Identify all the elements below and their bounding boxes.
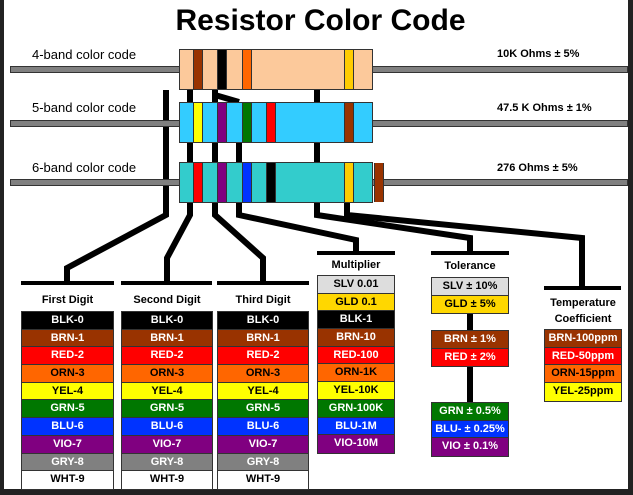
color-code-row: RED-100: [318, 346, 394, 365]
color-code-row: GLD ± 5%: [432, 295, 508, 314]
color-band: [193, 103, 203, 142]
color-band: [266, 163, 276, 202]
resistor-4band: [179, 49, 373, 90]
color-code-row: SLV 0.01: [318, 276, 394, 294]
color-code-row: WHT-9: [22, 471, 113, 489]
color-code-row: ORN-3: [22, 365, 113, 383]
color-code-row: BLU- ± 0.25%: [432, 420, 508, 439]
color-code-row: YEL-25ppm: [545, 383, 621, 401]
color-band: [344, 163, 354, 202]
color-code-row: BRN-10: [318, 329, 394, 347]
color-code-row: BRN ± 1%: [432, 331, 508, 349]
color-code-row: BRN-100ppm: [545, 330, 621, 348]
third-digit-heading: Third Digit: [235, 294, 291, 306]
multiplier-heading: Multiplier: [331, 259, 381, 271]
color-code-row: BLU-6: [22, 418, 113, 436]
color-band: [242, 50, 252, 89]
color-code-row: GRN ± 0.5%: [432, 403, 508, 421]
label-5band: 5-band color code: [32, 100, 137, 115]
value-6band: 276 Ohms ± 5%: [497, 162, 578, 174]
tolerance-table-green-blue-violet: GRN ± 0.5%BLU- ± 0.25%VIO ± 0.1%: [431, 402, 509, 458]
color-code-row: WHT-9: [218, 471, 308, 489]
color-code-row: BRN-1: [218, 329, 308, 348]
color-code-row: SLV ± 10%: [432, 278, 508, 296]
color-band: [193, 50, 203, 89]
color-code-row: BLU-6: [122, 418, 212, 436]
color-code-row: BLK-1: [318, 311, 394, 330]
color-band: [344, 50, 354, 89]
color-code-row: BLK-0: [122, 312, 212, 330]
color-band: [217, 50, 227, 89]
color-code-row: RED ± 2%: [432, 348, 508, 367]
color-code-row: ORN-15ppm: [545, 365, 621, 384]
color-code-row: VIO-10M: [318, 435, 394, 453]
color-band: [266, 103, 276, 142]
color-band: [344, 103, 354, 142]
color-band: [374, 163, 384, 202]
color-code-row: VIO-7: [122, 435, 212, 454]
color-code-row: RED-2: [22, 347, 113, 366]
value-5band: 47.5 K Ohms ± 1%: [497, 102, 592, 114]
color-code-row: BLU-6: [218, 418, 308, 436]
temp-coefficient-heading: Temperature Coefficient: [550, 297, 616, 325]
color-code-row: YEL-4: [218, 382, 308, 401]
color-code-row: RED-50ppm: [545, 347, 621, 366]
color-code-row: YEL-4: [22, 382, 113, 401]
color-code-row: GRN-100K: [318, 399, 394, 418]
value-4band: 10K Ohms ± 5%: [497, 48, 580, 60]
color-code-row: BLK-0: [218, 312, 308, 330]
color-code-row: VIO-7: [22, 435, 113, 454]
page-title: Resistor Color Code: [175, 4, 466, 37]
color-code-row: GLD 0.1: [318, 293, 394, 312]
color-band: [242, 103, 252, 142]
color-code-row: RED-2: [218, 347, 308, 366]
color-code-row: VIO ± 0.1%: [432, 438, 508, 457]
second-digit-heading: Second Digit: [133, 294, 201, 306]
color-code-row: ORN-3: [218, 365, 308, 383]
first-digit-heading: First Digit: [41, 294, 94, 306]
color-code-row: GRN-5: [218, 400, 308, 419]
tolerance-heading: Tolerance: [444, 260, 496, 272]
color-band: [242, 163, 252, 202]
color-code-row: ORN-3: [122, 365, 212, 383]
color-band: [217, 163, 227, 202]
resistor-6band: [179, 162, 384, 203]
tolerance-table-brown-red: BRN ± 1%RED ± 2%: [431, 330, 509, 368]
color-code-row: GRN-5: [122, 400, 212, 419]
label-4band: 4-band color code: [32, 47, 137, 62]
tolerance-table-silver-gold: SLV ± 10%GLD ± 5%: [431, 277, 509, 315]
color-code-row: VIO-7: [218, 435, 308, 454]
color-code-row: BLK-0: [22, 312, 113, 330]
color-code-row: GRY-8: [218, 453, 308, 472]
color-code-row: GRY-8: [122, 453, 212, 472]
resistor-5band: [179, 102, 373, 143]
color-code-row: YEL-4: [122, 382, 212, 401]
color-code-row: BLU-1M: [318, 417, 394, 436]
color-code-row: WHT-9: [122, 471, 212, 489]
color-code-row: BRN-1: [122, 329, 212, 348]
label-6band: 6-band color code: [32, 160, 137, 175]
color-code-row: YEL-10K: [318, 382, 394, 400]
color-band: [217, 103, 227, 142]
color-code-row: GRY-8: [22, 453, 113, 472]
color-code-row: ORN-1K: [318, 364, 394, 383]
color-code-row: GRN-5: [22, 400, 113, 419]
color-band: [193, 163, 203, 202]
connector-lines: [21, 90, 621, 402]
color-code-row: RED-2: [122, 347, 212, 366]
color-code-row: BRN-1: [22, 329, 113, 348]
